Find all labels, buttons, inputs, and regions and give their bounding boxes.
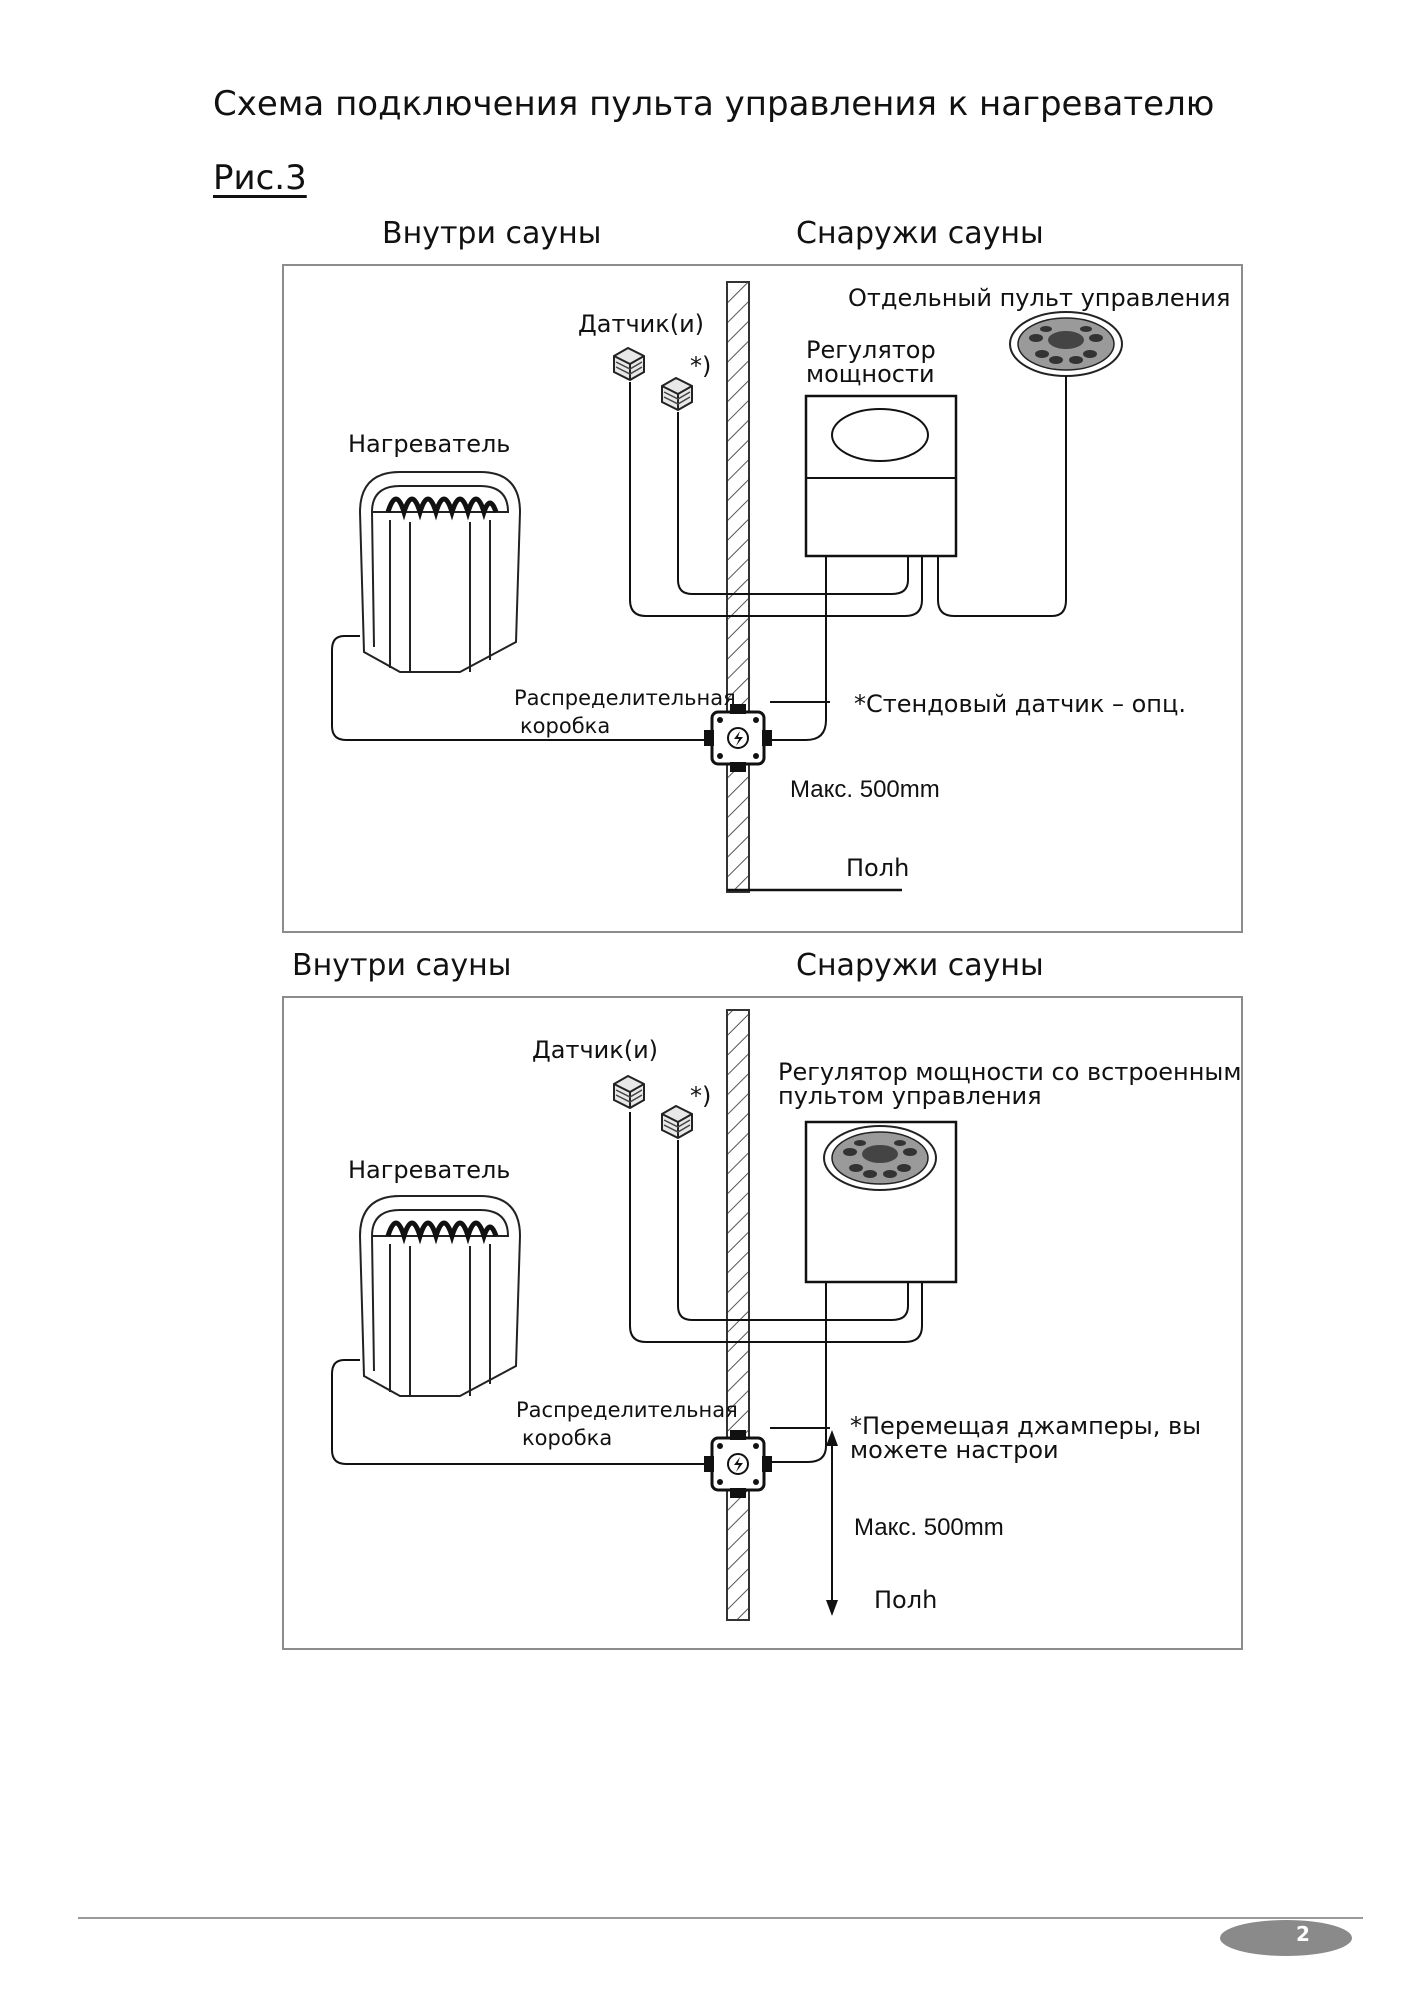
d2-outside-label: Снаружи сауны — [796, 948, 1044, 983]
d2-regulator-line1: Регулятор мощности со встроенным — [778, 1058, 1242, 1086]
d1-inside-label: Внутри сауны — [382, 216, 602, 251]
d1-heater-label: Нагреватель — [348, 430, 511, 458]
d2-jbox-line2: коробка — [522, 1426, 613, 1450]
d1-heater — [360, 472, 520, 672]
page-title: Схема подключения пульта управления к на… — [213, 84, 1215, 124]
d1-remote-panel-label: Отдельный пульт управления — [848, 284, 1231, 312]
d1-remote-panel — [1009, 311, 1123, 377]
d1-sensor-1 — [613, 347, 645, 381]
d1-jbox-line1: Распределительная — [514, 686, 736, 710]
d2-max-height: Макс. 500mm — [854, 1514, 1004, 1541]
d2-jbox-line1: Распределительная — [516, 1398, 738, 1422]
d1-floor-label: Полh — [846, 854, 910, 882]
d2-junction-box-label: Распределительная коробка — [516, 1396, 738, 1452]
d1-power-regulator-line1: Регулятор — [806, 336, 936, 364]
d1-bench-sensor-note: *Стендовый датчик – опц. — [854, 690, 1186, 718]
d2-keypad — [823, 1125, 937, 1191]
d2-heater-label: Нагреватель — [348, 1156, 511, 1184]
d1-jbox-line2: коробка — [520, 714, 611, 738]
d2-regulator-label: Регулятор мощности со встроенным пультом… — [778, 1060, 1241, 1108]
d1-junction-box-label: Распределительная коробка — [514, 684, 736, 740]
page-number-badge — [1220, 1920, 1352, 1956]
footer-divider — [78, 1917, 1363, 1919]
page-number: 2 — [1296, 1922, 1310, 1946]
d1-wall — [726, 281, 750, 893]
d2-jumper-note: *Перемещая джамперы, вы можете настрои — [850, 1414, 1201, 1462]
d1-sensors-label: Датчик(и) — [578, 310, 705, 338]
d1-power-regulator-label: Регулятор мощности — [806, 338, 936, 386]
d2-jumper-note-line2: можете настрои — [850, 1436, 1059, 1464]
d2-optional-mark: *) — [690, 1082, 712, 1110]
d1-sensor-2 — [661, 377, 693, 411]
d1-outside-label: Снаружи сауны — [796, 216, 1044, 251]
d2-jumper-note-line1: *Перемещая джамперы, вы — [850, 1412, 1202, 1440]
d2-sensor-1 — [613, 1075, 645, 1109]
d2-sensors-label: Датчик(и) — [532, 1036, 659, 1064]
d2-floor-label: Полh — [874, 1586, 938, 1614]
d2-inside-label: Внутри сауны — [292, 948, 512, 983]
d2-wall — [726, 1009, 750, 1621]
d1-optional-mark: *) — [690, 352, 712, 380]
d1-power-regulator-line2: мощности — [806, 360, 935, 388]
d2-sensor-2 — [661, 1105, 693, 1139]
d2-heater — [360, 1196, 520, 1396]
d1-max-height: Макс. 500mm — [790, 776, 940, 803]
d2-regulator-line2: пультом управления — [778, 1082, 1042, 1110]
figure-label: Рис.3 — [213, 158, 307, 198]
